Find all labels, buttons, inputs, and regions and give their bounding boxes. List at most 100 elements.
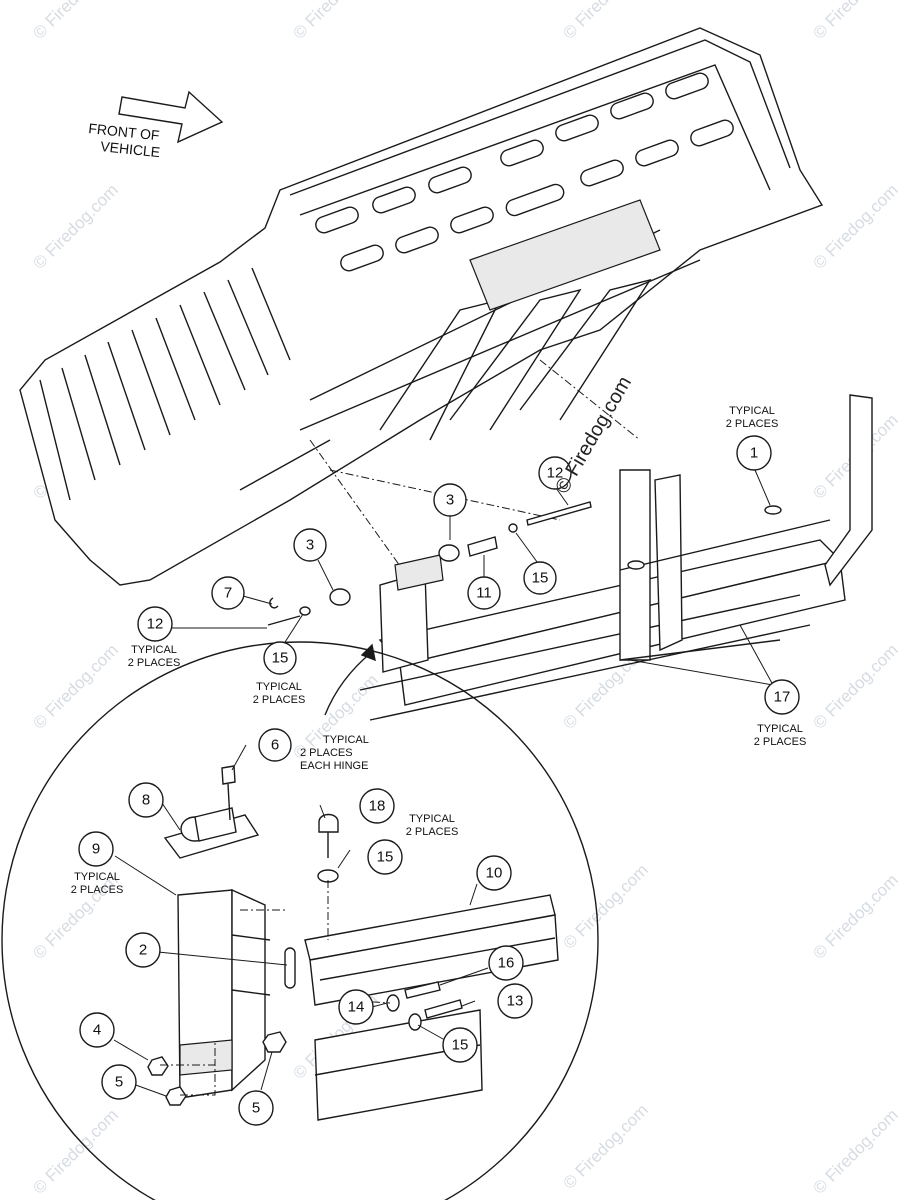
hinge-pin xyxy=(284,947,296,989)
note-typical: 2 PLACES xyxy=(71,884,124,896)
callout-9: 9 xyxy=(78,831,114,867)
bumper-stop xyxy=(627,560,645,570)
callout-number: 3 xyxy=(306,537,314,554)
note-typical: 2 PLACES xyxy=(754,736,807,748)
callout-11: 11 xyxy=(467,576,501,610)
watermark-text: © Firedog.com xyxy=(809,1105,900,1197)
bolt xyxy=(318,813,339,833)
arrowhead-icon xyxy=(360,643,376,662)
callout-number: 16 xyxy=(498,955,515,972)
callout-number: 13 xyxy=(507,993,524,1010)
watermark-text: © Firedog.com xyxy=(29,1105,121,1197)
note-typical: 2 PLACES xyxy=(253,694,306,706)
note-typical: 2 PLACES xyxy=(406,826,459,838)
bed-top-edge xyxy=(289,39,791,196)
bed-slots-lower xyxy=(340,119,734,272)
callout-8: 8 xyxy=(128,782,164,818)
nut xyxy=(147,1056,169,1076)
bolt xyxy=(424,999,463,1019)
callout-number: 12 xyxy=(147,616,164,633)
callout-7: 7 xyxy=(211,576,245,610)
watermark-text: © Firedog.com xyxy=(809,870,900,962)
washer xyxy=(508,523,518,533)
nut xyxy=(262,1031,287,1053)
callout-12: 12 xyxy=(538,456,572,490)
callout-13: 13 xyxy=(497,983,533,1019)
watermark-text: © Firedog.com xyxy=(809,0,900,43)
callout-12: 12 xyxy=(137,606,173,642)
note-typical: TYPICAL xyxy=(131,644,177,656)
clevis-pin xyxy=(267,615,301,626)
bed-underframe xyxy=(239,199,701,491)
callout-10: 10 xyxy=(476,855,512,891)
watermark-text: © Firedog.com xyxy=(289,0,381,43)
callout-5: 5 xyxy=(101,1064,137,1100)
callout-18: 18 xyxy=(359,788,395,824)
nut xyxy=(165,1086,187,1106)
callout-number: 1 xyxy=(750,445,758,462)
watermark-text: © Firedog.com xyxy=(559,1100,651,1192)
watermark-text: © Firedog.com xyxy=(559,0,651,43)
callout-3: 3 xyxy=(433,483,467,517)
cargo-bed-assembly xyxy=(19,27,824,586)
callout-15: 15 xyxy=(367,839,403,875)
direction-arrow-icon xyxy=(118,90,224,144)
callout-6: 6 xyxy=(258,728,292,762)
vehicle-frame xyxy=(359,394,873,721)
note-typical: 2 PLACES xyxy=(726,418,779,430)
callout-number: 9 xyxy=(92,841,100,858)
callout-number: 6 xyxy=(271,737,279,754)
callout-number: 10 xyxy=(486,865,503,882)
note-typical-each-hinge: EACH HINGE xyxy=(300,760,368,772)
callout-number: 5 xyxy=(115,1074,123,1091)
note-typical: TYPICAL xyxy=(757,723,803,735)
callout-17: 17 xyxy=(764,679,800,715)
bumper-stop xyxy=(764,505,782,515)
washer xyxy=(408,1013,422,1031)
watermark-text: © Firedog.com xyxy=(29,180,121,272)
direction-label-line1: FRONT OF xyxy=(88,120,161,143)
callout-number: 14 xyxy=(348,999,365,1016)
callout-number: 7 xyxy=(224,585,232,602)
note-typical-each-hinge: 2 PLACES xyxy=(300,747,353,759)
callout-number: 17 xyxy=(774,689,791,706)
note-typical: 2 PLACES xyxy=(128,657,181,669)
bed-ridge xyxy=(299,64,771,216)
callout-number: 5 xyxy=(252,1100,260,1117)
callout-5: 5 xyxy=(238,1090,274,1126)
bushing xyxy=(329,588,351,606)
note-typical: TYPICAL xyxy=(729,405,775,417)
callout-16: 16 xyxy=(488,945,524,981)
hinge-detail-view xyxy=(1,641,599,1200)
callout-number: 3 xyxy=(446,492,454,509)
bolt xyxy=(404,981,441,999)
note-typical-each-hinge: TYPICAL xyxy=(323,734,369,746)
callout-number: 2 xyxy=(139,942,147,959)
callout-1: 1 xyxy=(736,435,772,471)
callout-15: 15 xyxy=(523,561,557,595)
callout-14: 14 xyxy=(338,989,374,1025)
direction-label-line2: VEHICLE xyxy=(100,138,161,160)
callout-15: 15 xyxy=(442,1027,478,1063)
watermark-text: © Firedog.com xyxy=(29,640,121,732)
callout-number: 4 xyxy=(93,1022,101,1039)
note-typical: TYPICAL xyxy=(256,681,302,693)
hairpin-clip xyxy=(269,597,279,609)
callout-3: 3 xyxy=(293,528,327,562)
upper-hinge-assembly xyxy=(267,501,592,673)
pivot-axis-line xyxy=(539,359,641,441)
watermark-text: © Firedog.com xyxy=(559,860,651,952)
washer xyxy=(299,606,311,616)
watermark-text: © Firedog.com xyxy=(809,180,900,272)
front-of-vehicle-indicator: FRONT OF VEHICLE xyxy=(88,90,224,160)
note-typical: TYPICAL xyxy=(409,813,455,825)
callout-2: 2 xyxy=(125,932,161,968)
callouts: 1 12 3 3 11 15 7 12 15 17 6 8 18 15 9 10… xyxy=(78,435,800,1126)
callout-number: 18 xyxy=(369,798,386,815)
callout-number: 15 xyxy=(452,1037,469,1054)
spacer-tube xyxy=(467,536,498,557)
callout-4: 4 xyxy=(79,1012,115,1048)
bed-slots-upper xyxy=(315,72,709,234)
note-typical: TYPICAL xyxy=(74,871,120,883)
